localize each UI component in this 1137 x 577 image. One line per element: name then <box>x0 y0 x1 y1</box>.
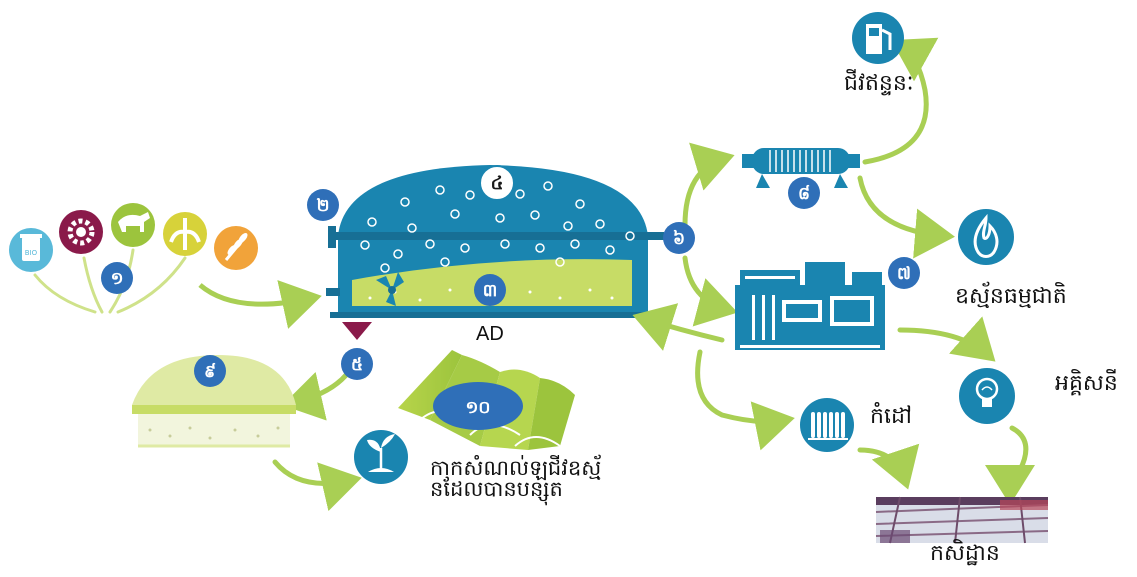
digestate-outlet <box>342 322 372 340</box>
badge-10: ១០ <box>433 382 523 430</box>
gas-upgrader-icon <box>742 148 860 188</box>
badge-4: ៤ <box>479 165 515 201</box>
svg-text:៨: ៨ <box>798 184 810 204</box>
label-ad: AD <box>476 323 504 345</box>
greenhouse-photo <box>875 496 1049 544</box>
label-heat: កំដៅ <box>870 404 912 429</box>
svg-text:៧: ៧ <box>897 264 911 284</box>
cow-icon <box>111 203 155 247</box>
svg-text:៩: ៩ <box>204 362 216 382</box>
badge-5: ៥ <box>341 348 373 380</box>
svg-text:៣: ៣ <box>483 281 498 301</box>
sprout-icon <box>354 430 408 484</box>
label-electricity: អគ្គិសនី <box>1055 371 1118 396</box>
svg-text:BIO: BIO <box>25 249 38 257</box>
label-biofertilizer-line2: នដែលបានបន្សុត <box>430 477 563 501</box>
svg-text:៦: ៦ <box>673 229 685 249</box>
fuel-pump-icon <box>852 12 904 64</box>
wheat-icon <box>214 226 258 270</box>
label-biofuel: ជីវឥន្ទនៈ <box>844 71 914 96</box>
svg-text:១០: ១០ <box>466 398 491 418</box>
bio-bin-icon: BIO <box>9 228 53 272</box>
badge-2: ២ <box>307 189 339 221</box>
label-natural-gas: ឧស្ម័នធម្មជាតិ <box>955 284 1067 309</box>
svg-text:៤: ៤ <box>491 173 504 194</box>
feed-arrow <box>198 280 322 329</box>
badge-3: ៣ <box>474 274 506 306</box>
radiator-icon <box>800 398 854 452</box>
propeller-icon <box>376 272 404 306</box>
badge-1: ១ <box>101 262 133 294</box>
gear-icon <box>59 210 103 254</box>
svg-text:២: ២ <box>317 196 330 216</box>
generator-icon <box>735 262 885 350</box>
label-agriculture: កសិដ្ឋាន <box>930 541 1000 566</box>
svg-text:៥: ៥ <box>351 355 363 375</box>
flame-icon <box>958 209 1014 265</box>
gas-bubbles <box>360 181 635 273</box>
label-biofertilizer: កាកសំណល់ឡជីវឧស្ម័ នដែលបានបន្សុត <box>430 458 670 500</box>
label-biofertilizer-line1: កាកសំណល់ឡជីវឧស្ម័ <box>430 456 602 480</box>
badge-8: ៨ <box>788 177 820 209</box>
badge-6: ៦ <box>663 222 695 254</box>
badge-7: ៧ <box>888 257 920 289</box>
light-bulb-icon <box>959 368 1015 424</box>
svg-text:១: ១ <box>111 269 124 289</box>
plant-icon <box>163 212 207 256</box>
badge-9: ៩ <box>194 355 226 387</box>
